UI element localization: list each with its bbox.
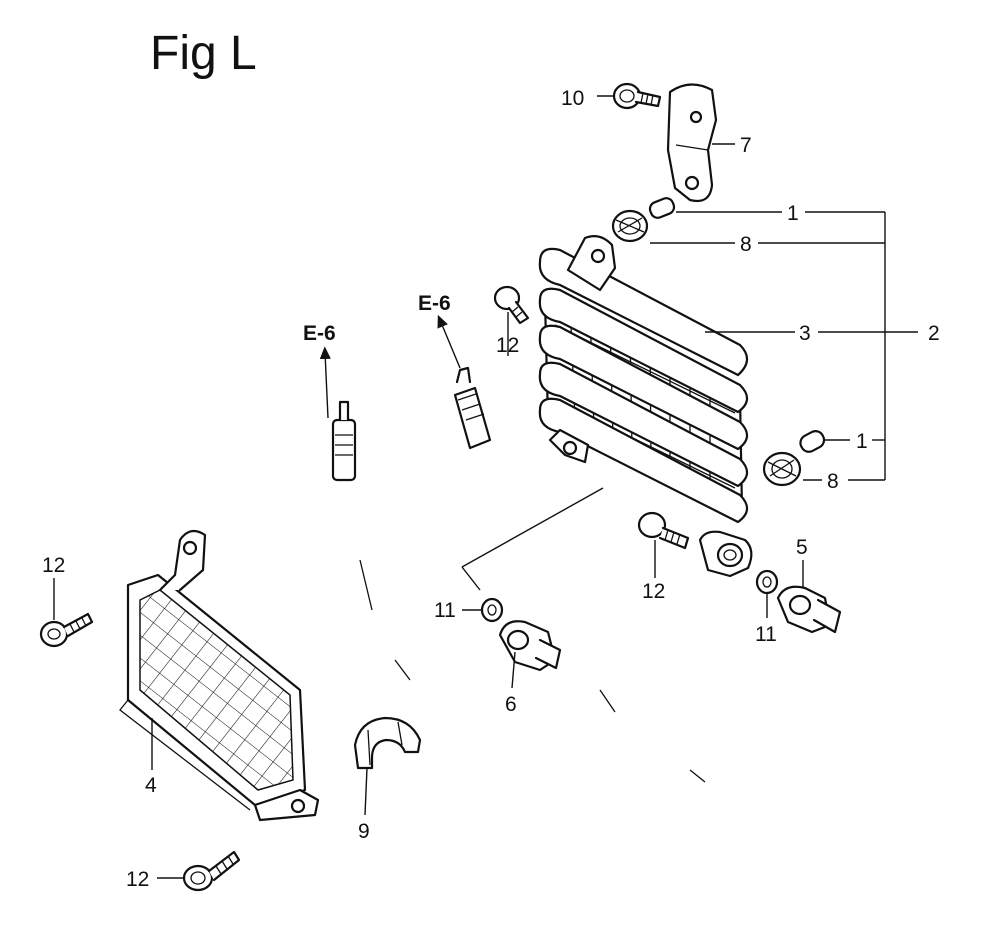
callout-7: 7	[740, 134, 752, 157]
callout-3: 3	[799, 322, 811, 345]
cooler-guard-4	[119, 529, 320, 822]
ref-arrow-right	[437, 314, 461, 369]
callout-12-mid: 12	[642, 580, 665, 603]
plug-1-bottom	[799, 430, 826, 453]
callout-5: 5	[796, 536, 808, 559]
bolt-10	[612, 82, 662, 110]
callout-12-left: 12	[42, 554, 65, 577]
oil-cooler-3	[538, 235, 753, 578]
callout-2: 2	[928, 322, 940, 345]
bracket-7	[666, 83, 718, 203]
washer-11-right	[755, 569, 779, 595]
callout-12-center: 12	[496, 334, 519, 357]
callout-8-top: 8	[740, 233, 752, 256]
callout-11-right: 11	[755, 623, 777, 646]
oil-hose-left	[331, 400, 598, 831]
callout-9: 9	[358, 820, 370, 843]
callout-1-bottom: 1	[856, 430, 868, 453]
callout-11-left: 11	[434, 599, 456, 622]
oil-hose-right	[453, 366, 888, 838]
ref-label-right: E-6	[418, 292, 451, 315]
ref-label-left: E-6	[303, 322, 336, 345]
callout-1-top: 1	[787, 202, 799, 225]
bolt-12-bottom	[182, 850, 241, 892]
banjo-fitting-5	[776, 585, 842, 634]
callout-4: 4	[145, 774, 157, 797]
callout-6: 6	[505, 693, 517, 716]
fitting-8-top	[611, 209, 649, 243]
callout-12-bottom: 12	[126, 868, 149, 891]
plug-1-top	[648, 197, 676, 219]
banjo-fitting-6	[498, 620, 562, 672]
figure-title: Fig L	[150, 27, 257, 80]
fitting-8-bottom	[762, 451, 802, 487]
bolt-12-center	[493, 285, 530, 325]
callout-10: 10	[561, 87, 584, 110]
leader-lines	[53, 95, 918, 879]
bolt-12-left	[39, 612, 94, 648]
bolt-12-mid	[637, 511, 690, 550]
ref-arrow-left	[319, 346, 331, 419]
callout-8-bottom: 8	[827, 470, 839, 493]
hose-clamp-9	[353, 716, 422, 770]
washer-11-left	[480, 597, 504, 623]
